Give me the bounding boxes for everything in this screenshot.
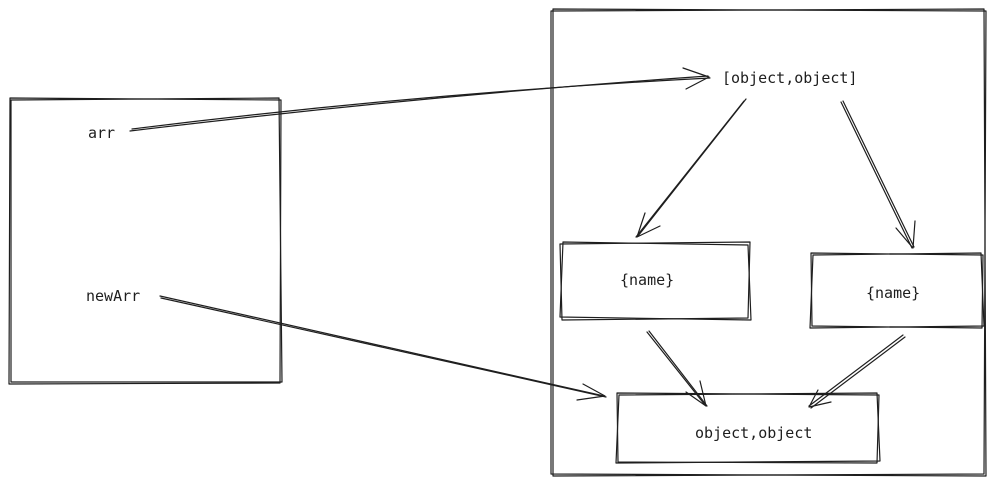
heap-box <box>550 8 987 477</box>
object-left-label: {name} <box>620 271 674 289</box>
arrow-left-object-to-result <box>646 330 708 407</box>
array-label: [object,object] <box>722 69 857 87</box>
arrow-right-object-to-result <box>808 334 906 409</box>
arrow-array-to-right-object <box>840 100 916 249</box>
object-box-left <box>559 241 752 321</box>
result-label: object,object <box>695 424 812 442</box>
newarr-label: newArr <box>86 287 140 305</box>
stack-box <box>8 97 283 385</box>
arrow-newarr-to-result <box>159 295 607 401</box>
object-right-label: {name} <box>866 284 920 302</box>
object-box-right <box>809 252 985 329</box>
result-box <box>615 392 881 464</box>
arrow-arr-to-array <box>129 67 711 132</box>
arrow-array-to-left-object <box>635 98 747 238</box>
arr-label: arr <box>88 124 115 142</box>
